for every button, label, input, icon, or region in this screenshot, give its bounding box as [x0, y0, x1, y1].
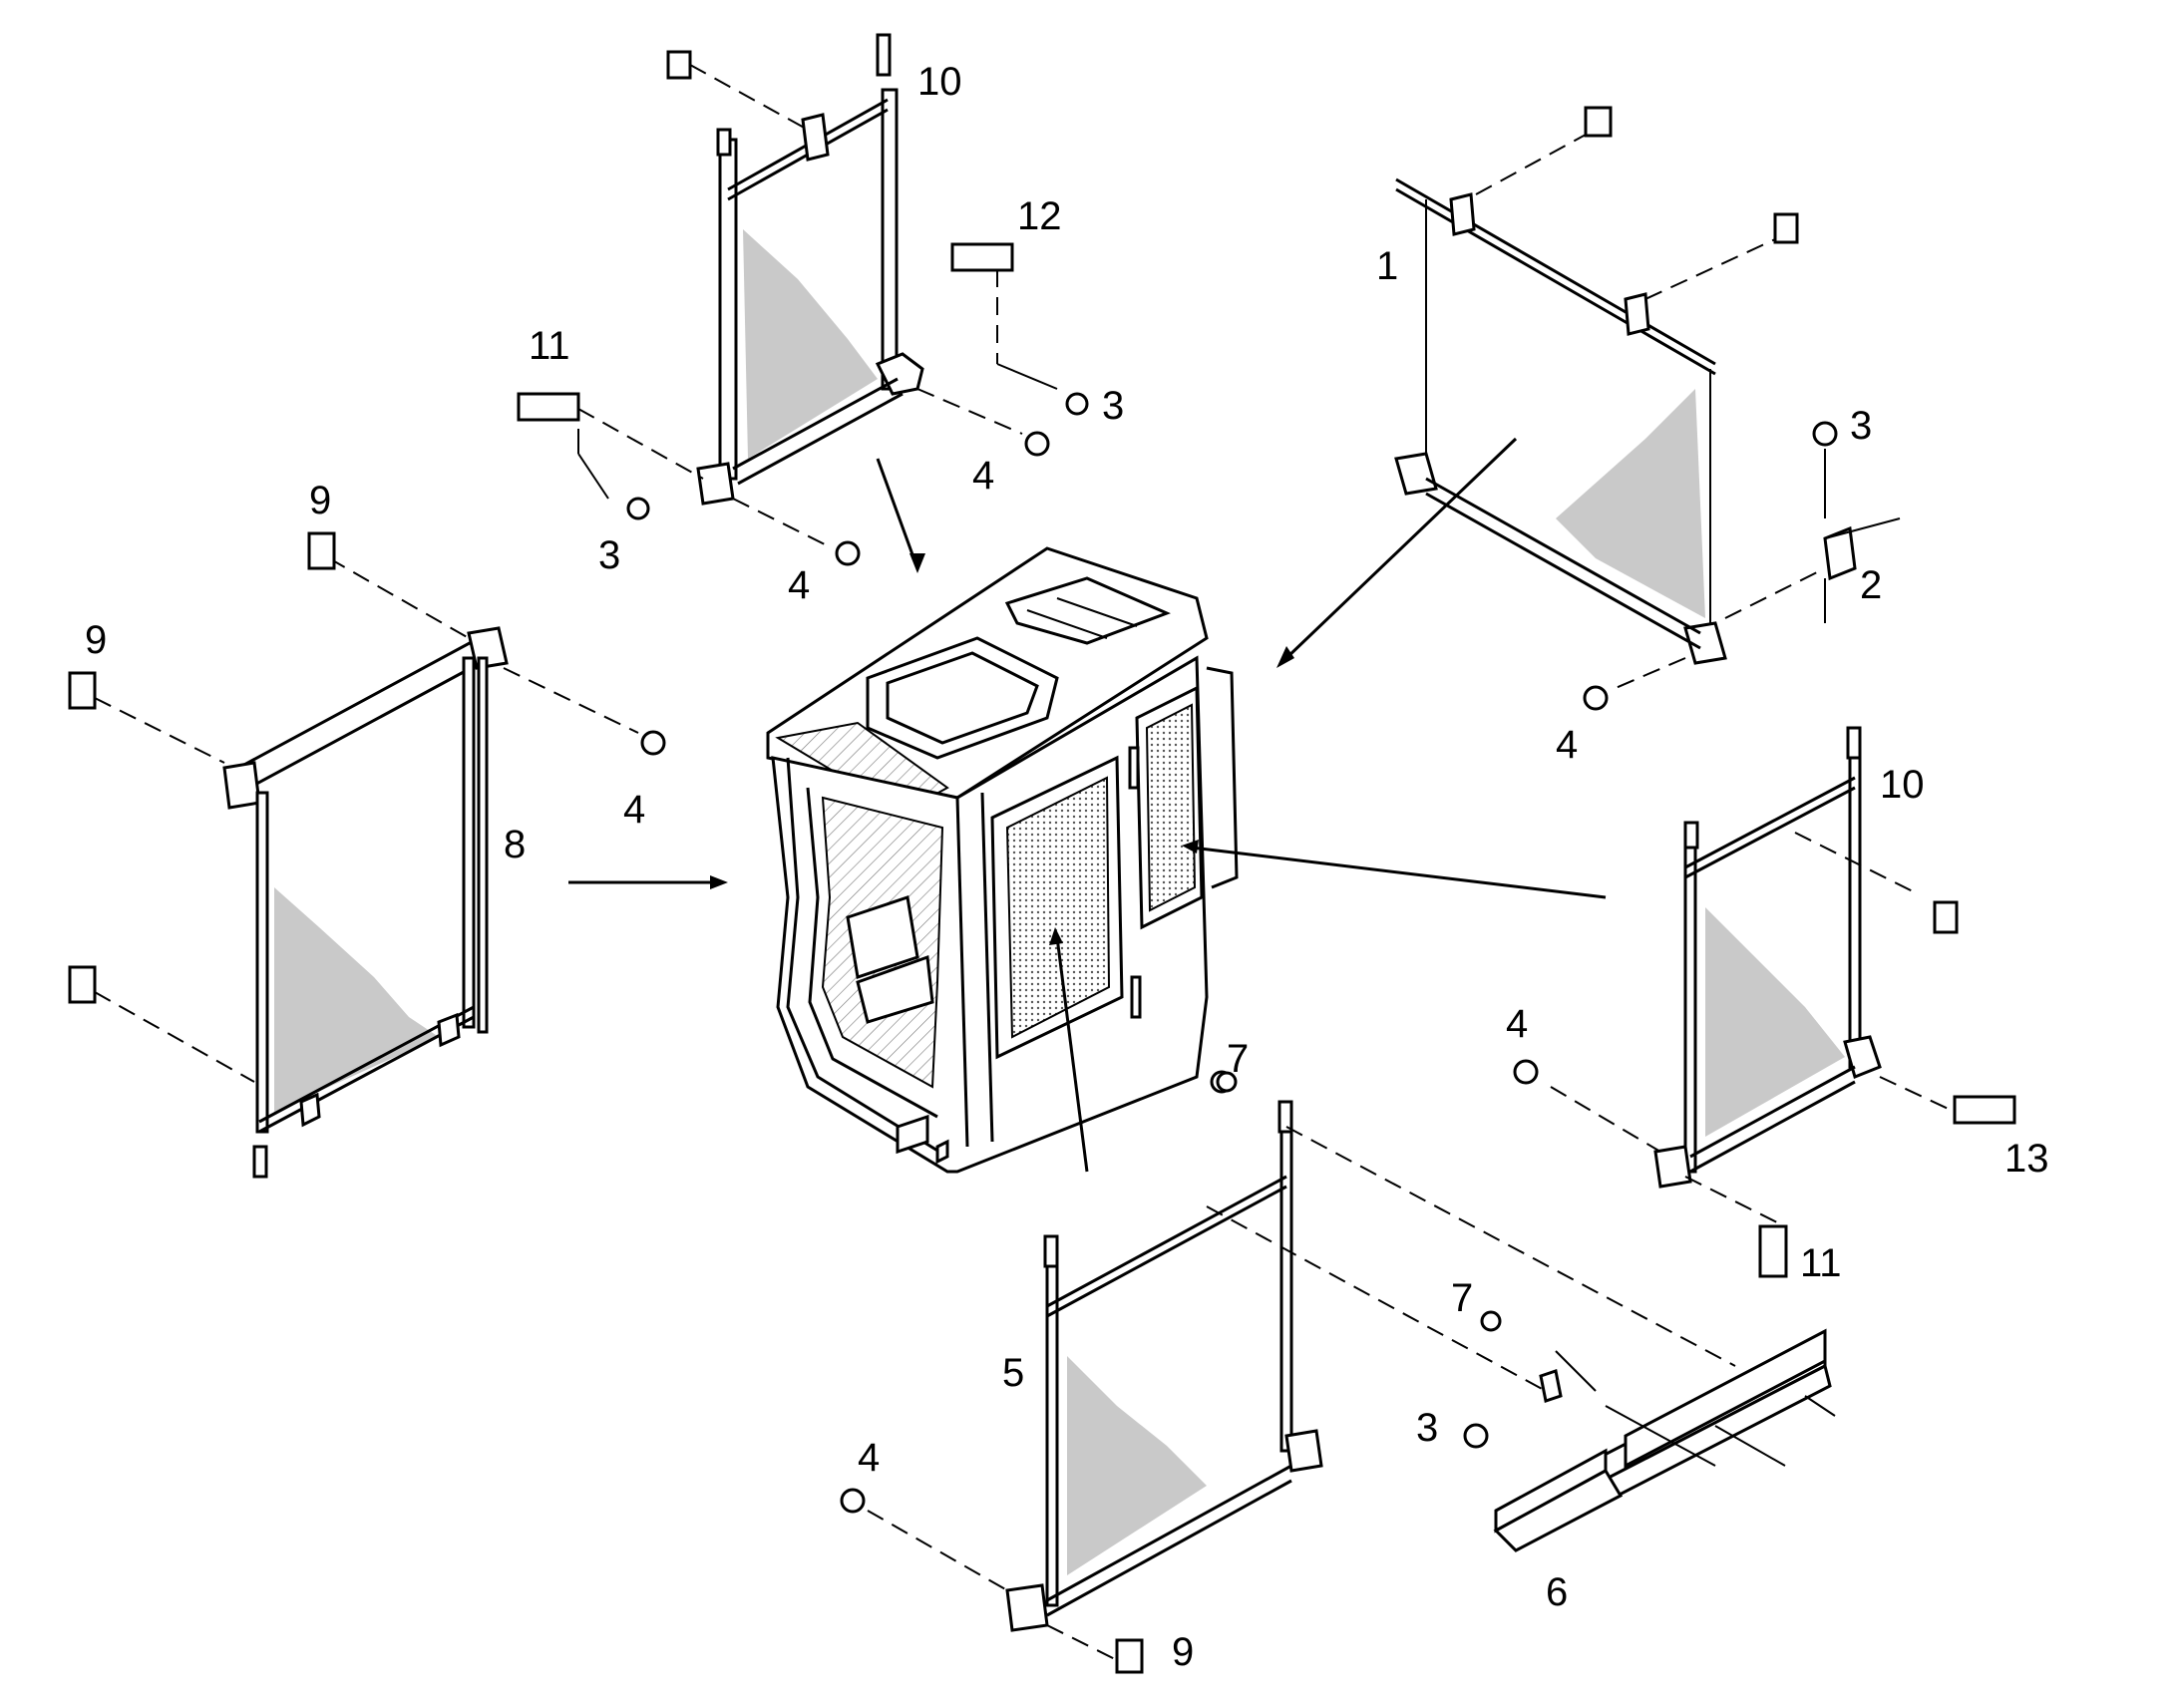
callout-9-bottom: 9 — [1172, 1630, 1194, 1674]
callout-4-left: 4 — [623, 788, 645, 832]
callout-3-bottom: 3 — [1416, 1406, 1438, 1450]
callout-8: 8 — [504, 823, 526, 866]
callout-7-lower: 7 — [1451, 1276, 1473, 1320]
callout-3-top-left: 3 — [598, 533, 620, 577]
right-screen-hardware — [1583, 421, 1901, 711]
callout-4-right-upper: 4 — [1556, 723, 1578, 767]
callout-11-right: 11 — [1800, 1241, 1842, 1285]
right-top-roller-screen — [1276, 106, 1799, 668]
callout-5: 5 — [1002, 1351, 1024, 1395]
callout-10-top: 10 — [917, 60, 962, 104]
callout-3-top-right: 3 — [1102, 384, 1124, 428]
callout-3-right: 3 — [1850, 404, 1872, 448]
callout-4-top-lower: 4 — [788, 563, 810, 607]
callout-labels: 1 2 3 3 3 3 4 4 4 4 4 4 5 6 7 7 8 9 9 9 … — [85, 60, 2049, 1674]
callout-11-top: 11 — [529, 324, 570, 368]
callout-4-top-center: 4 — [972, 454, 994, 498]
top-screen-hardware — [517, 50, 1089, 573]
callout-4-bottom: 4 — [858, 1436, 880, 1480]
callout-4-right-lower: 4 — [1506, 1002, 1528, 1046]
top-roller-screen — [696, 33, 924, 506]
callout-7-upper: 7 — [1227, 1037, 1249, 1081]
callout-10-right: 10 — [1880, 763, 1925, 807]
operator-cab — [766, 546, 1239, 1174]
callout-6: 6 — [1546, 1570, 1568, 1614]
left-roller-screen — [68, 531, 728, 1179]
callout-2: 2 — [1860, 563, 1882, 607]
bottom-roller-screen — [840, 927, 1736, 1674]
callout-12: 12 — [1017, 194, 1062, 238]
callout-9-top: 9 — [309, 479, 331, 522]
callout-9-left: 9 — [85, 618, 107, 662]
callout-1: 1 — [1376, 244, 1398, 288]
right-roller-screen — [1182, 726, 2016, 1278]
bracket-6 — [1216, 1071, 1836, 1552]
callout-13: 13 — [2004, 1137, 2049, 1181]
